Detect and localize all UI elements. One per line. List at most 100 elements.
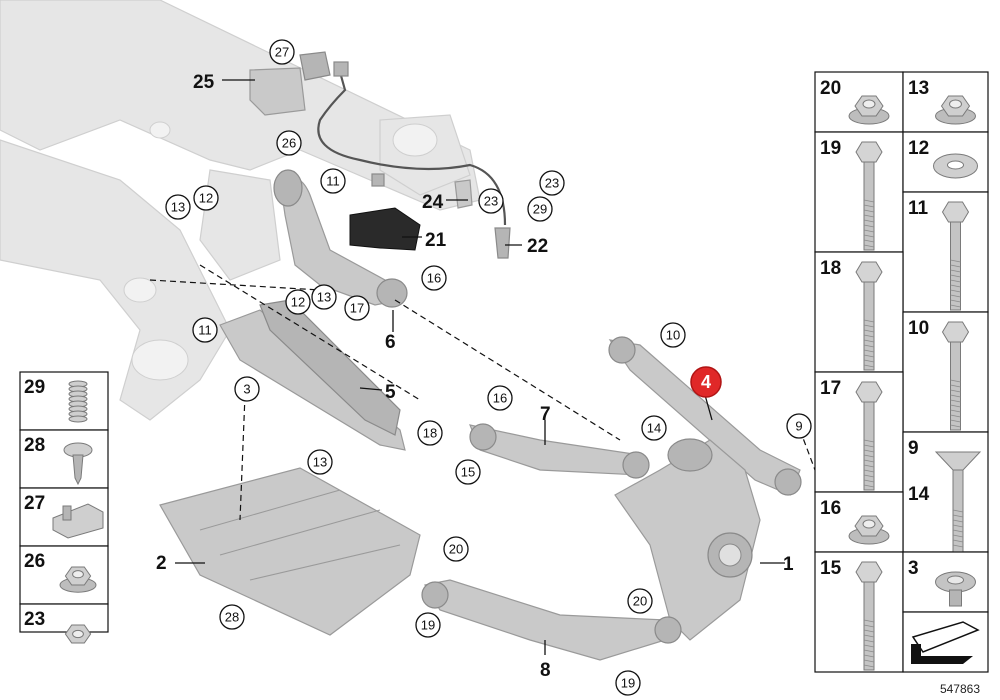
table-part-number: 11: [908, 198, 929, 219]
callout-text: 19: [621, 676, 635, 691]
leader-lines: [175, 79, 785, 655]
part-label-6[interactable]: 6: [385, 332, 396, 353]
table-part-number: 23: [24, 609, 45, 630]
table-cell-part-18[interactable]: 18: [814, 251, 904, 373]
callout-27[interactable]: 27: [269, 39, 295, 65]
countersunk-bolt-icon: [934, 451, 982, 553]
callout-16[interactable]: 16: [421, 265, 447, 291]
table-cell-part-28[interactable]: 28: [19, 429, 109, 489]
table-part-number: 19: [820, 138, 841, 159]
callout-text: 12: [199, 191, 213, 206]
callout-text: 11: [326, 174, 340, 189]
part-label-1[interactable]: 1: [783, 554, 794, 575]
table-cell-part-27[interactable]: 27: [19, 487, 109, 547]
part-7-camber-link: [469, 423, 650, 479]
callout-text: 20: [633, 594, 647, 609]
table-part-number: 9: [908, 438, 919, 459]
callout-text: 17: [350, 301, 364, 316]
callout-text: 23: [484, 194, 498, 209]
push-clip-icon: [63, 442, 93, 486]
callout-29[interactable]: 29: [527, 196, 553, 222]
callout-19[interactable]: 19: [415, 612, 441, 638]
cable-holder-icon: [52, 503, 104, 539]
callout-14[interactable]: 14: [641, 415, 667, 441]
callout-11[interactable]: 11: [320, 168, 346, 194]
table-cell-part-13[interactable]: 13: [902, 71, 989, 133]
part-label-2[interactable]: 2: [156, 553, 167, 574]
table-cell-part-29[interactable]: 29: [19, 371, 109, 431]
callout-16[interactable]: 16: [487, 385, 513, 411]
callout-text: 12: [291, 295, 305, 310]
table-part-number: 10: [908, 318, 929, 339]
callout-18[interactable]: 18: [417, 420, 443, 446]
table-cell-part-15[interactable]: 15: [814, 551, 904, 673]
callout-text: 14: [647, 421, 661, 436]
part-label-8[interactable]: 8: [540, 660, 551, 681]
table-part-number: 3: [908, 558, 919, 579]
table-cell-part-17[interactable]: 17: [814, 371, 904, 493]
callout-12[interactable]: 12: [193, 185, 219, 211]
table-cell-part-9[interactable]: 914: [902, 431, 989, 553]
callout-12[interactable]: 12: [285, 289, 311, 315]
table-part-number: 28: [24, 435, 45, 456]
table-cell-part-20[interactable]: 20: [814, 71, 904, 133]
callout-13[interactable]: 13: [307, 449, 333, 475]
part-24-sensor-cable: [317, 61, 507, 226]
callout-text: 13: [317, 290, 331, 305]
callout-20[interactable]: 20: [443, 536, 469, 562]
callout-3[interactable]: 3: [234, 376, 260, 402]
callout-15[interactable]: 15: [455, 459, 481, 485]
highlight-badge-part-4[interactable]: 4: [690, 366, 722, 398]
callout-26[interactable]: 26: [276, 130, 302, 156]
part-label-21[interactable]: 21: [425, 230, 447, 251]
callout-28[interactable]: 28: [219, 604, 245, 630]
callout-text: 13: [313, 455, 327, 470]
table-cell-part-11[interactable]: 11: [902, 191, 989, 313]
callout-20[interactable]: 20: [627, 588, 653, 614]
callout-11[interactable]: 11: [192, 317, 218, 343]
flange-nut-icon: [59, 566, 97, 593]
callout-23[interactable]: 23: [539, 170, 565, 196]
callout-9[interactable]: 9: [786, 413, 812, 439]
table-part-number: 17: [820, 378, 841, 399]
part-22-sensor: [494, 227, 511, 259]
table-part-number: 20: [820, 78, 841, 99]
callout-10[interactable]: 10: [660, 322, 686, 348]
callout-text: 27: [275, 45, 289, 60]
table-cell-part-26[interactable]: 26: [19, 545, 109, 605]
callout-13[interactable]: 13: [165, 194, 191, 220]
part-label-25[interactable]: 25: [193, 72, 215, 93]
callout-text: 26: [282, 136, 296, 151]
callout-text: 9: [795, 419, 802, 434]
table-cell-part-23[interactable]: 23: [19, 603, 109, 644]
callout-text: 18: [423, 426, 437, 441]
document-number: 547863: [940, 682, 980, 696]
callout-23[interactable]: 23: [478, 188, 504, 214]
callout-17[interactable]: 17: [344, 295, 370, 321]
part-label-22[interactable]: 22: [527, 236, 548, 257]
expanding-rivet-icon: [935, 571, 976, 607]
table-cell-part-19[interactable]: 19: [814, 131, 904, 253]
part-label-5[interactable]: 5: [385, 382, 396, 403]
callout-text: 13: [171, 200, 185, 215]
table-cell-part-16[interactable]: 16: [814, 491, 904, 553]
part-2-underbody-guard: [159, 467, 421, 636]
hex-bolt-icon: [855, 261, 883, 371]
callout-text: 20: [449, 542, 463, 557]
callout-19[interactable]: 19: [615, 670, 641, 696]
part-25-bracket: [249, 51, 331, 116]
part-label-24[interactable]: 24: [422, 192, 444, 213]
part-label-7[interactable]: 7: [540, 404, 551, 425]
table-cell-part-12[interactable]: 12: [902, 131, 989, 193]
table-part-number: 12: [908, 138, 929, 159]
callout-13[interactable]: 13: [311, 284, 337, 310]
flange-nut-icon: [848, 515, 890, 545]
table-cell-part-10[interactable]: 10: [902, 311, 989, 433]
callout-text: 23: [545, 176, 559, 191]
table-cell-part-3[interactable]: 3: [902, 551, 989, 613]
callout-text: 11: [198, 323, 212, 338]
table-cell-arrow[interactable]: [902, 611, 989, 673]
